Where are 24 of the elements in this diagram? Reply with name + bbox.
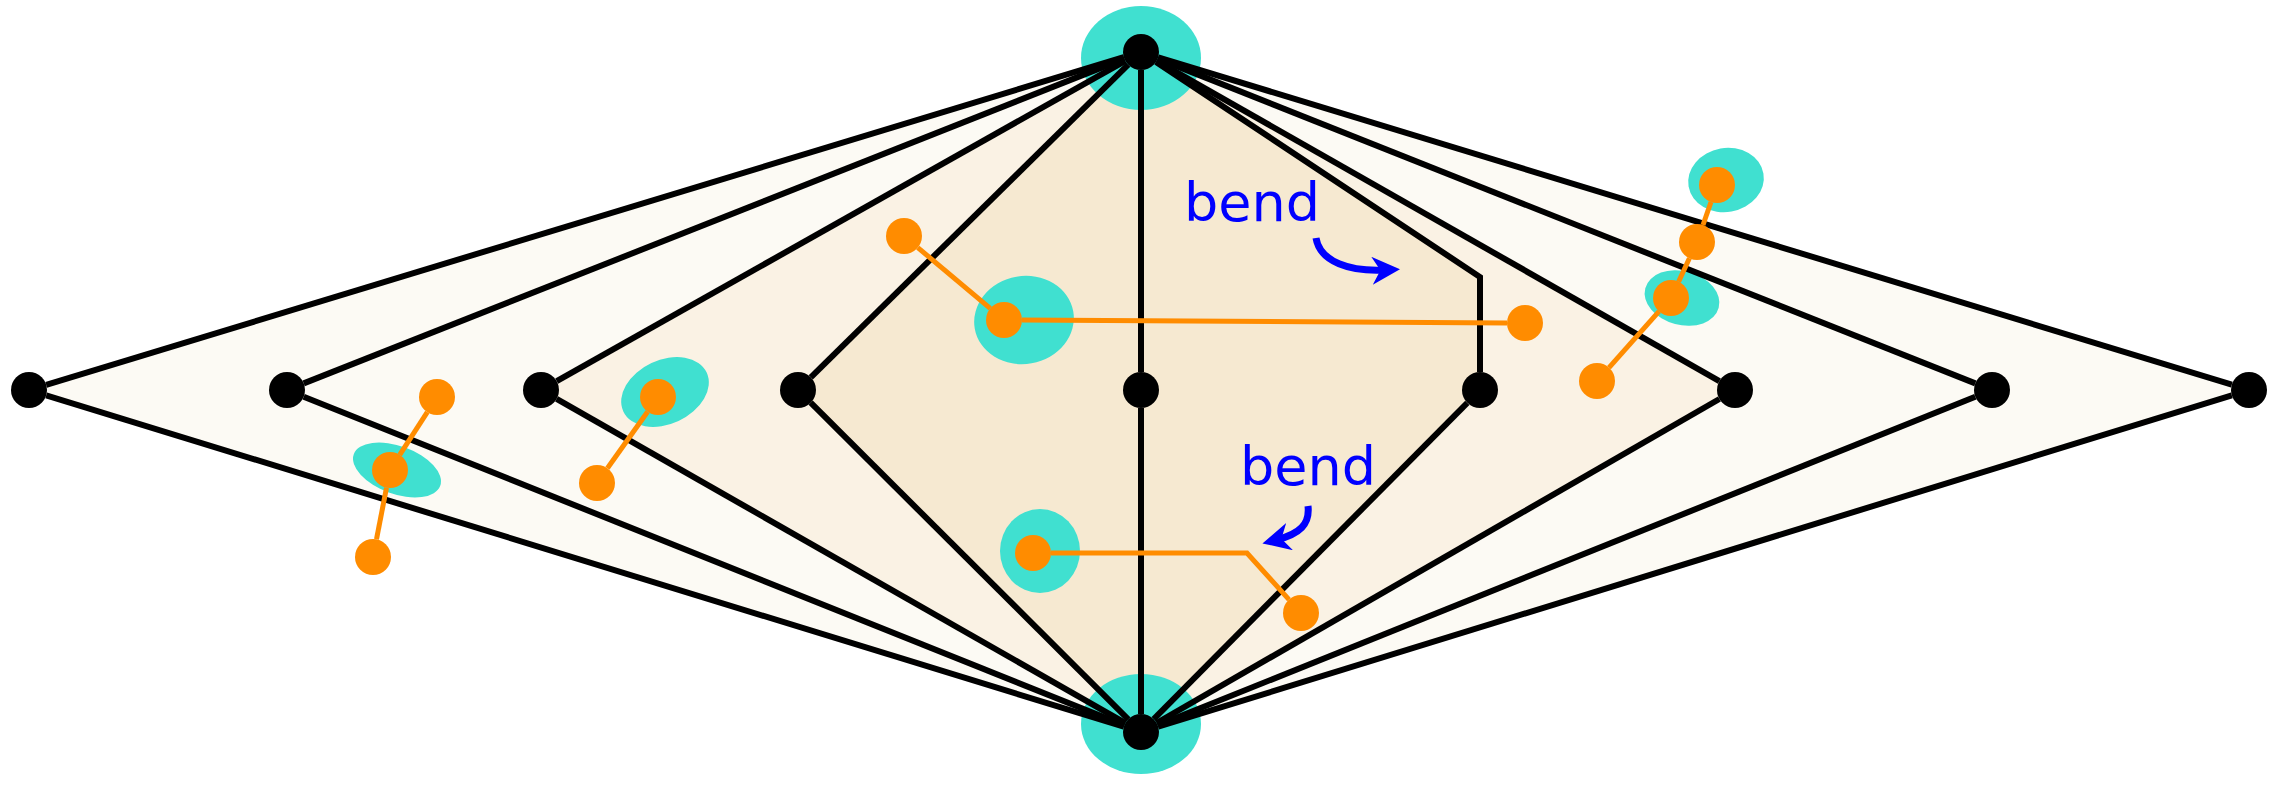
edge-line bbox=[1157, 392, 2233, 730]
vertex-dot bbox=[11, 372, 47, 408]
edge-line bbox=[302, 55, 1126, 387]
edge-line bbox=[1138, 70, 1144, 372]
edge-line bbox=[45, 54, 1125, 388]
vertex-dot bbox=[355, 539, 391, 575]
edge-line bbox=[374, 487, 389, 540]
edge-line bbox=[1022, 317, 1507, 326]
edge-line bbox=[1157, 54, 2233, 388]
edge-line bbox=[1607, 309, 1661, 370]
edge-line bbox=[1700, 201, 1714, 226]
edge-line bbox=[1138, 408, 1144, 714]
annotation-text: bend bbox=[1184, 176, 1320, 230]
edge-line bbox=[916, 245, 992, 311]
edge-line bbox=[808, 400, 1131, 722]
edge-line bbox=[605, 410, 650, 470]
annotation-text: bend bbox=[1240, 440, 1376, 494]
edge-line bbox=[302, 393, 1126, 729]
vertex-dot bbox=[2231, 372, 2267, 408]
edge-line bbox=[397, 410, 430, 457]
edge-line bbox=[45, 392, 1125, 730]
edge-line bbox=[1151, 400, 1470, 722]
edge-line bbox=[808, 62, 1131, 380]
edge-line bbox=[1676, 257, 1692, 283]
